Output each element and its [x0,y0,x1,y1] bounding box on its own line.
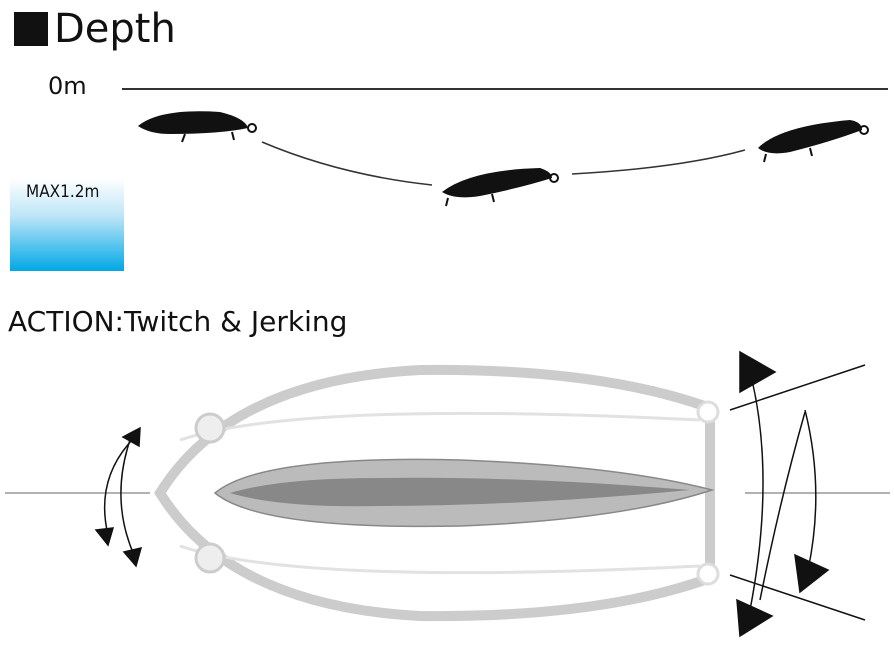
title-text: Depth [54,6,176,52]
lure-silhouette-3 [758,120,869,163]
lure-topview [154,364,720,622]
lure-path [261,141,746,186]
page-title: Depth [14,6,176,52]
swing-arrows-right [729,350,866,638]
action-label: ACTION:Twitch & Jerking [8,305,348,338]
lure-silhouette-1 [138,111,257,143]
max-depth-box: MAX1.2m [10,178,124,271]
lure-silhouette-2 [442,168,559,207]
square-bullet-icon [14,12,48,46]
swing-arrows-left [94,426,143,568]
surface-depth-label: 0m [48,72,87,100]
max-depth-label: MAX1.2m [26,182,100,202]
